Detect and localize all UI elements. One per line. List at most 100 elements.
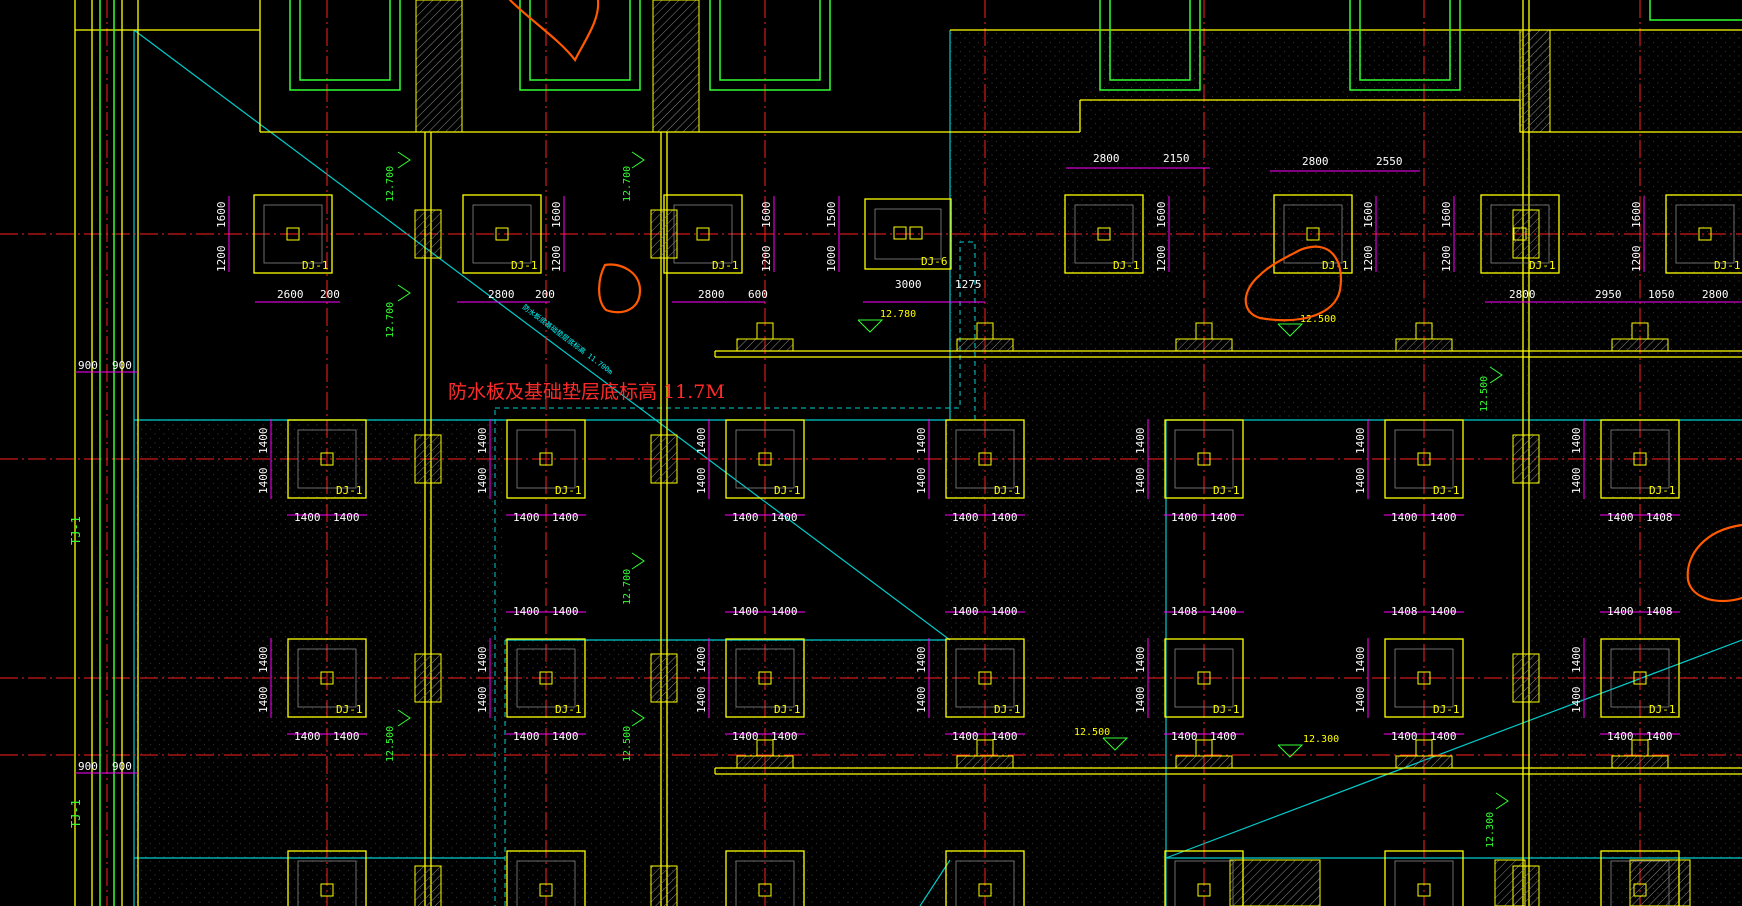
- footing-pad: DJ-1: [462, 194, 542, 274]
- column-stub: [1633, 883, 1647, 897]
- footing-pad: DJ-6: [864, 198, 952, 270]
- dim-label: 1400: [1430, 605, 1457, 618]
- level-label: 12.500: [622, 726, 633, 762]
- footing-inner: [955, 648, 1015, 708]
- beam-column: [1631, 322, 1649, 340]
- footing-tag: DJ-6: [921, 255, 948, 268]
- footing-pad: DJ-1: [506, 419, 586, 499]
- dim-label: 1400: [1134, 468, 1147, 495]
- footing-pad: DJ-1: [506, 850, 586, 906]
- footing-inner: [516, 648, 576, 708]
- dim-label: 1200: [1155, 246, 1168, 273]
- footing-inner: [516, 429, 576, 489]
- dim-label: 1400: [915, 687, 928, 714]
- column-stub: [495, 227, 509, 241]
- dim-label: 1400: [952, 730, 979, 743]
- dim-label: 1400: [1354, 687, 1367, 714]
- slab-region-lower-left: [134, 420, 504, 906]
- column-stub: [1698, 227, 1712, 241]
- footing-tag: DJ-1: [994, 703, 1021, 716]
- dim-label: 1400: [915, 468, 928, 495]
- beam-column: [1195, 739, 1213, 757]
- footing-inner: [735, 429, 795, 489]
- footing-inner: [516, 860, 576, 906]
- footing-pad: DJ-1: [1384, 850, 1464, 906]
- dim-label: 600: [748, 288, 768, 301]
- dim-label: 2150: [1163, 152, 1190, 165]
- level-label: 12.500: [1300, 314, 1336, 325]
- dim-label: 1400: [1570, 687, 1583, 714]
- dim-label: 1600: [1440, 202, 1453, 229]
- dim-label: 1400: [771, 605, 798, 618]
- dim-label: 1600: [1155, 202, 1168, 229]
- dim-label: 1400: [695, 647, 708, 674]
- dim-label: 1400: [1354, 647, 1367, 674]
- dim-label: 1600: [1630, 202, 1643, 229]
- dim-label: 1400: [732, 605, 759, 618]
- footing-tag: DJ-1: [1433, 484, 1460, 497]
- dim-label: 1400: [732, 730, 759, 743]
- footing-inner: [1394, 860, 1454, 906]
- dim-label: 1400: [552, 605, 579, 618]
- level-label: 12.700: [385, 166, 396, 202]
- beam-column: [1195, 322, 1213, 340]
- beam-pad: [1395, 755, 1453, 769]
- column-stub: [320, 452, 334, 466]
- footing-inner: [1394, 429, 1454, 489]
- dim-label: 1200: [1630, 246, 1643, 273]
- footing-pad: DJ-1: [1164, 850, 1244, 906]
- dim-label: 1400: [1171, 511, 1198, 524]
- footing-outline: [287, 638, 367, 718]
- column-stub: [1197, 452, 1211, 466]
- footing-outline: [1164, 638, 1244, 718]
- footing-outline: [287, 419, 367, 499]
- footing-tag: DJ-1: [336, 484, 363, 497]
- footing-pad: DJ-1: [1384, 419, 1464, 499]
- column-stub: [1417, 671, 1431, 685]
- footing-pad: DJ-1: [287, 638, 367, 718]
- slab-region-lower-right: [1530, 420, 1742, 906]
- dim-label: 1400: [513, 511, 540, 524]
- dim-label: 1408: [1646, 605, 1673, 618]
- dim-label: 1400: [1570, 647, 1583, 674]
- footing-pad: DJ-1: [945, 850, 1025, 906]
- footing-inner: [1394, 648, 1454, 708]
- level-label: 12.500: [1479, 376, 1490, 412]
- footing-inner: [735, 648, 795, 708]
- dim-label: 1400: [991, 605, 1018, 618]
- footing-tag: DJ-1: [1649, 484, 1676, 497]
- footing-outline: [945, 419, 1025, 499]
- dim-label: 1400: [552, 730, 579, 743]
- dim-label: 1400: [476, 468, 489, 495]
- footing-tag: DJ-1: [555, 703, 582, 716]
- footing-tag: DJ-1: [555, 484, 582, 497]
- dim-label: 1400: [1646, 730, 1673, 743]
- dim-label: 1400: [991, 511, 1018, 524]
- column-stub: [758, 671, 772, 685]
- dim-label: 1400: [257, 687, 270, 714]
- dim-label: 1408: [1171, 605, 1198, 618]
- wall-column: [1512, 434, 1540, 484]
- footing-inner: [1610, 429, 1670, 489]
- footing-inner: [1074, 204, 1134, 264]
- footing-outline: [945, 850, 1025, 906]
- dim-label: 1400: [1430, 730, 1457, 743]
- dim-label: 1400: [695, 468, 708, 495]
- dim-label: 1400: [294, 730, 321, 743]
- dim-label: 2800: [1093, 152, 1120, 165]
- dim-label: 2800: [1302, 155, 1329, 168]
- dim-label: 900: [78, 760, 98, 773]
- dim-label: 2950: [1595, 288, 1622, 301]
- footing-pad: DJ-1: [945, 419, 1025, 499]
- column-stub: [696, 227, 710, 241]
- footing-tag: DJ-1: [511, 259, 538, 272]
- beam-column: [976, 739, 994, 757]
- beam-pad: [1395, 338, 1453, 352]
- footing-tag: DJ-1: [774, 703, 801, 716]
- column-stub: [539, 671, 553, 685]
- footing-inner: [735, 860, 795, 906]
- footing-pad: DJ-1: [725, 419, 805, 499]
- column-stub: [1417, 883, 1431, 897]
- level-label: 12.300: [1303, 734, 1339, 745]
